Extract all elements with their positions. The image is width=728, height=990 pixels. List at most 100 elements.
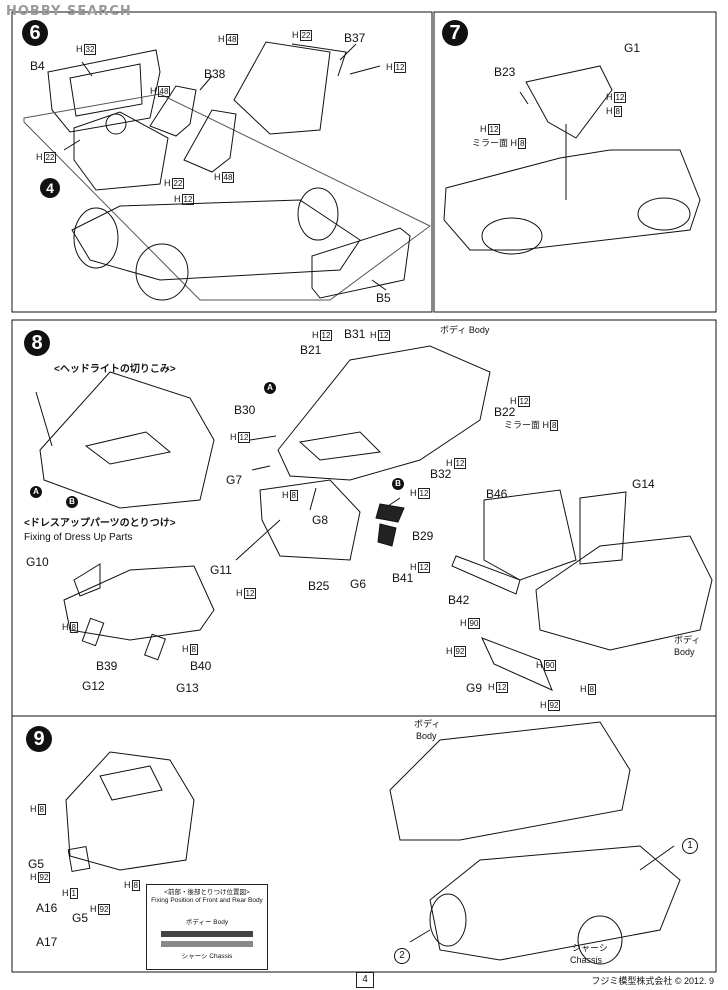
- label-g1: G1: [624, 41, 641, 55]
- label-b40: B40: [190, 659, 212, 673]
- footer-credit: フジミ模型株式会社 © 2012. 9: [591, 976, 714, 986]
- body-step7-drawing: [443, 149, 701, 251]
- part-g1-drawing: [525, 65, 613, 139]
- inset-body-label: ボディー Body: [185, 919, 229, 926]
- bumper-b25-drawing: [259, 479, 361, 561]
- body-step9-drawing: [389, 721, 631, 841]
- marker-2: 2: [394, 948, 410, 964]
- label-b39: B39: [96, 659, 118, 673]
- part-g9-drawing: [481, 637, 553, 691]
- label-g14: G14: [632, 477, 655, 491]
- label-g11: G11: [210, 563, 232, 577]
- label-b23: B23: [494, 65, 516, 79]
- body-label-9-jp: ボディ: [414, 719, 441, 729]
- panel-step6-border: [11, 11, 433, 313]
- step-9-badge: 9: [26, 726, 52, 752]
- label-b29: B29: [412, 529, 434, 543]
- spoiler-b42-drawing: [451, 555, 521, 595]
- body-step8-drawing: [277, 345, 491, 481]
- label-b30: B30: [234, 403, 256, 417]
- front-body-step9-drawing: [65, 751, 195, 871]
- inset-chassis-label: シャーシ Chassis: [181, 953, 233, 960]
- label-g5-a: G5: [28, 857, 45, 871]
- panel-step7-border: [433, 11, 717, 313]
- label-g12: G12: [82, 679, 105, 693]
- marker-b-body: B: [392, 478, 404, 490]
- dressup-heading-jp: <ドレスアップパーツのとりつけ>: [24, 518, 176, 529]
- label-g5-b: G5: [72, 911, 89, 925]
- page-number: 4: [356, 972, 374, 988]
- marker-b-headlight: B: [66, 496, 78, 508]
- body-label-top: ボディ Body: [440, 325, 490, 335]
- label-a16: A16: [36, 901, 58, 915]
- label-b21: B21: [300, 343, 322, 357]
- body-label-rear-en: Body: [674, 647, 695, 657]
- chassis-label-9-jp: シャーシ: [572, 943, 608, 953]
- chassis-label-9-en: Chassis: [570, 955, 603, 965]
- marker-1: 1: [682, 838, 698, 854]
- chassis-drawing: [71, 199, 361, 281]
- body-label-9-en: Body: [416, 731, 437, 741]
- step-8-badge: 8: [24, 330, 50, 356]
- rear-body-step8-drawing: [535, 535, 713, 651]
- headlight-cut-body-drawing: [39, 371, 215, 509]
- inset-title-en: Fixing Position of Front and Rear Body: [151, 897, 263, 904]
- part-4-badge: 4: [40, 178, 60, 198]
- inset-chassis-bar: [161, 941, 253, 947]
- side-panel-b5-drawing: [311, 227, 411, 299]
- step-7-badge: 7: [442, 20, 468, 46]
- label-g6: G6: [350, 577, 367, 591]
- seat-b38-drawing: [149, 85, 197, 137]
- headlight-cut-heading: <ヘッドライトの切りこみ>: [54, 364, 176, 375]
- label-b31: B31: [344, 327, 366, 341]
- panel-step9-border: [11, 715, 717, 973]
- chassis-step9-drawing: [429, 845, 681, 961]
- watermark: HOBBY SEARCH: [6, 4, 132, 19]
- label-b5: B5: [376, 291, 391, 305]
- door-panel-b4-drawing: [47, 49, 161, 133]
- label-g8: G8: [312, 513, 329, 527]
- label-g9: G9: [466, 681, 483, 695]
- label-b22: B22: [494, 405, 516, 419]
- inset-title-jp: <前部・後部とりつけ位置図>: [164, 889, 250, 896]
- label-b38: B38: [204, 67, 226, 81]
- dressup-heading-en: Fixing of Dress Up Parts: [24, 532, 133, 543]
- label-b25: B25: [308, 579, 330, 593]
- dressup-body-drawing: [63, 565, 215, 641]
- part-g14-drawing: [579, 491, 627, 565]
- body-label-rear-jp: ボディ: [674, 635, 701, 645]
- rear-seat-b37-drawing: [233, 41, 331, 135]
- step-6-badge: 6: [22, 20, 48, 46]
- inset-body-bar: [161, 931, 253, 937]
- label-a17: A17: [36, 935, 58, 949]
- marker-a-body: A: [264, 382, 276, 394]
